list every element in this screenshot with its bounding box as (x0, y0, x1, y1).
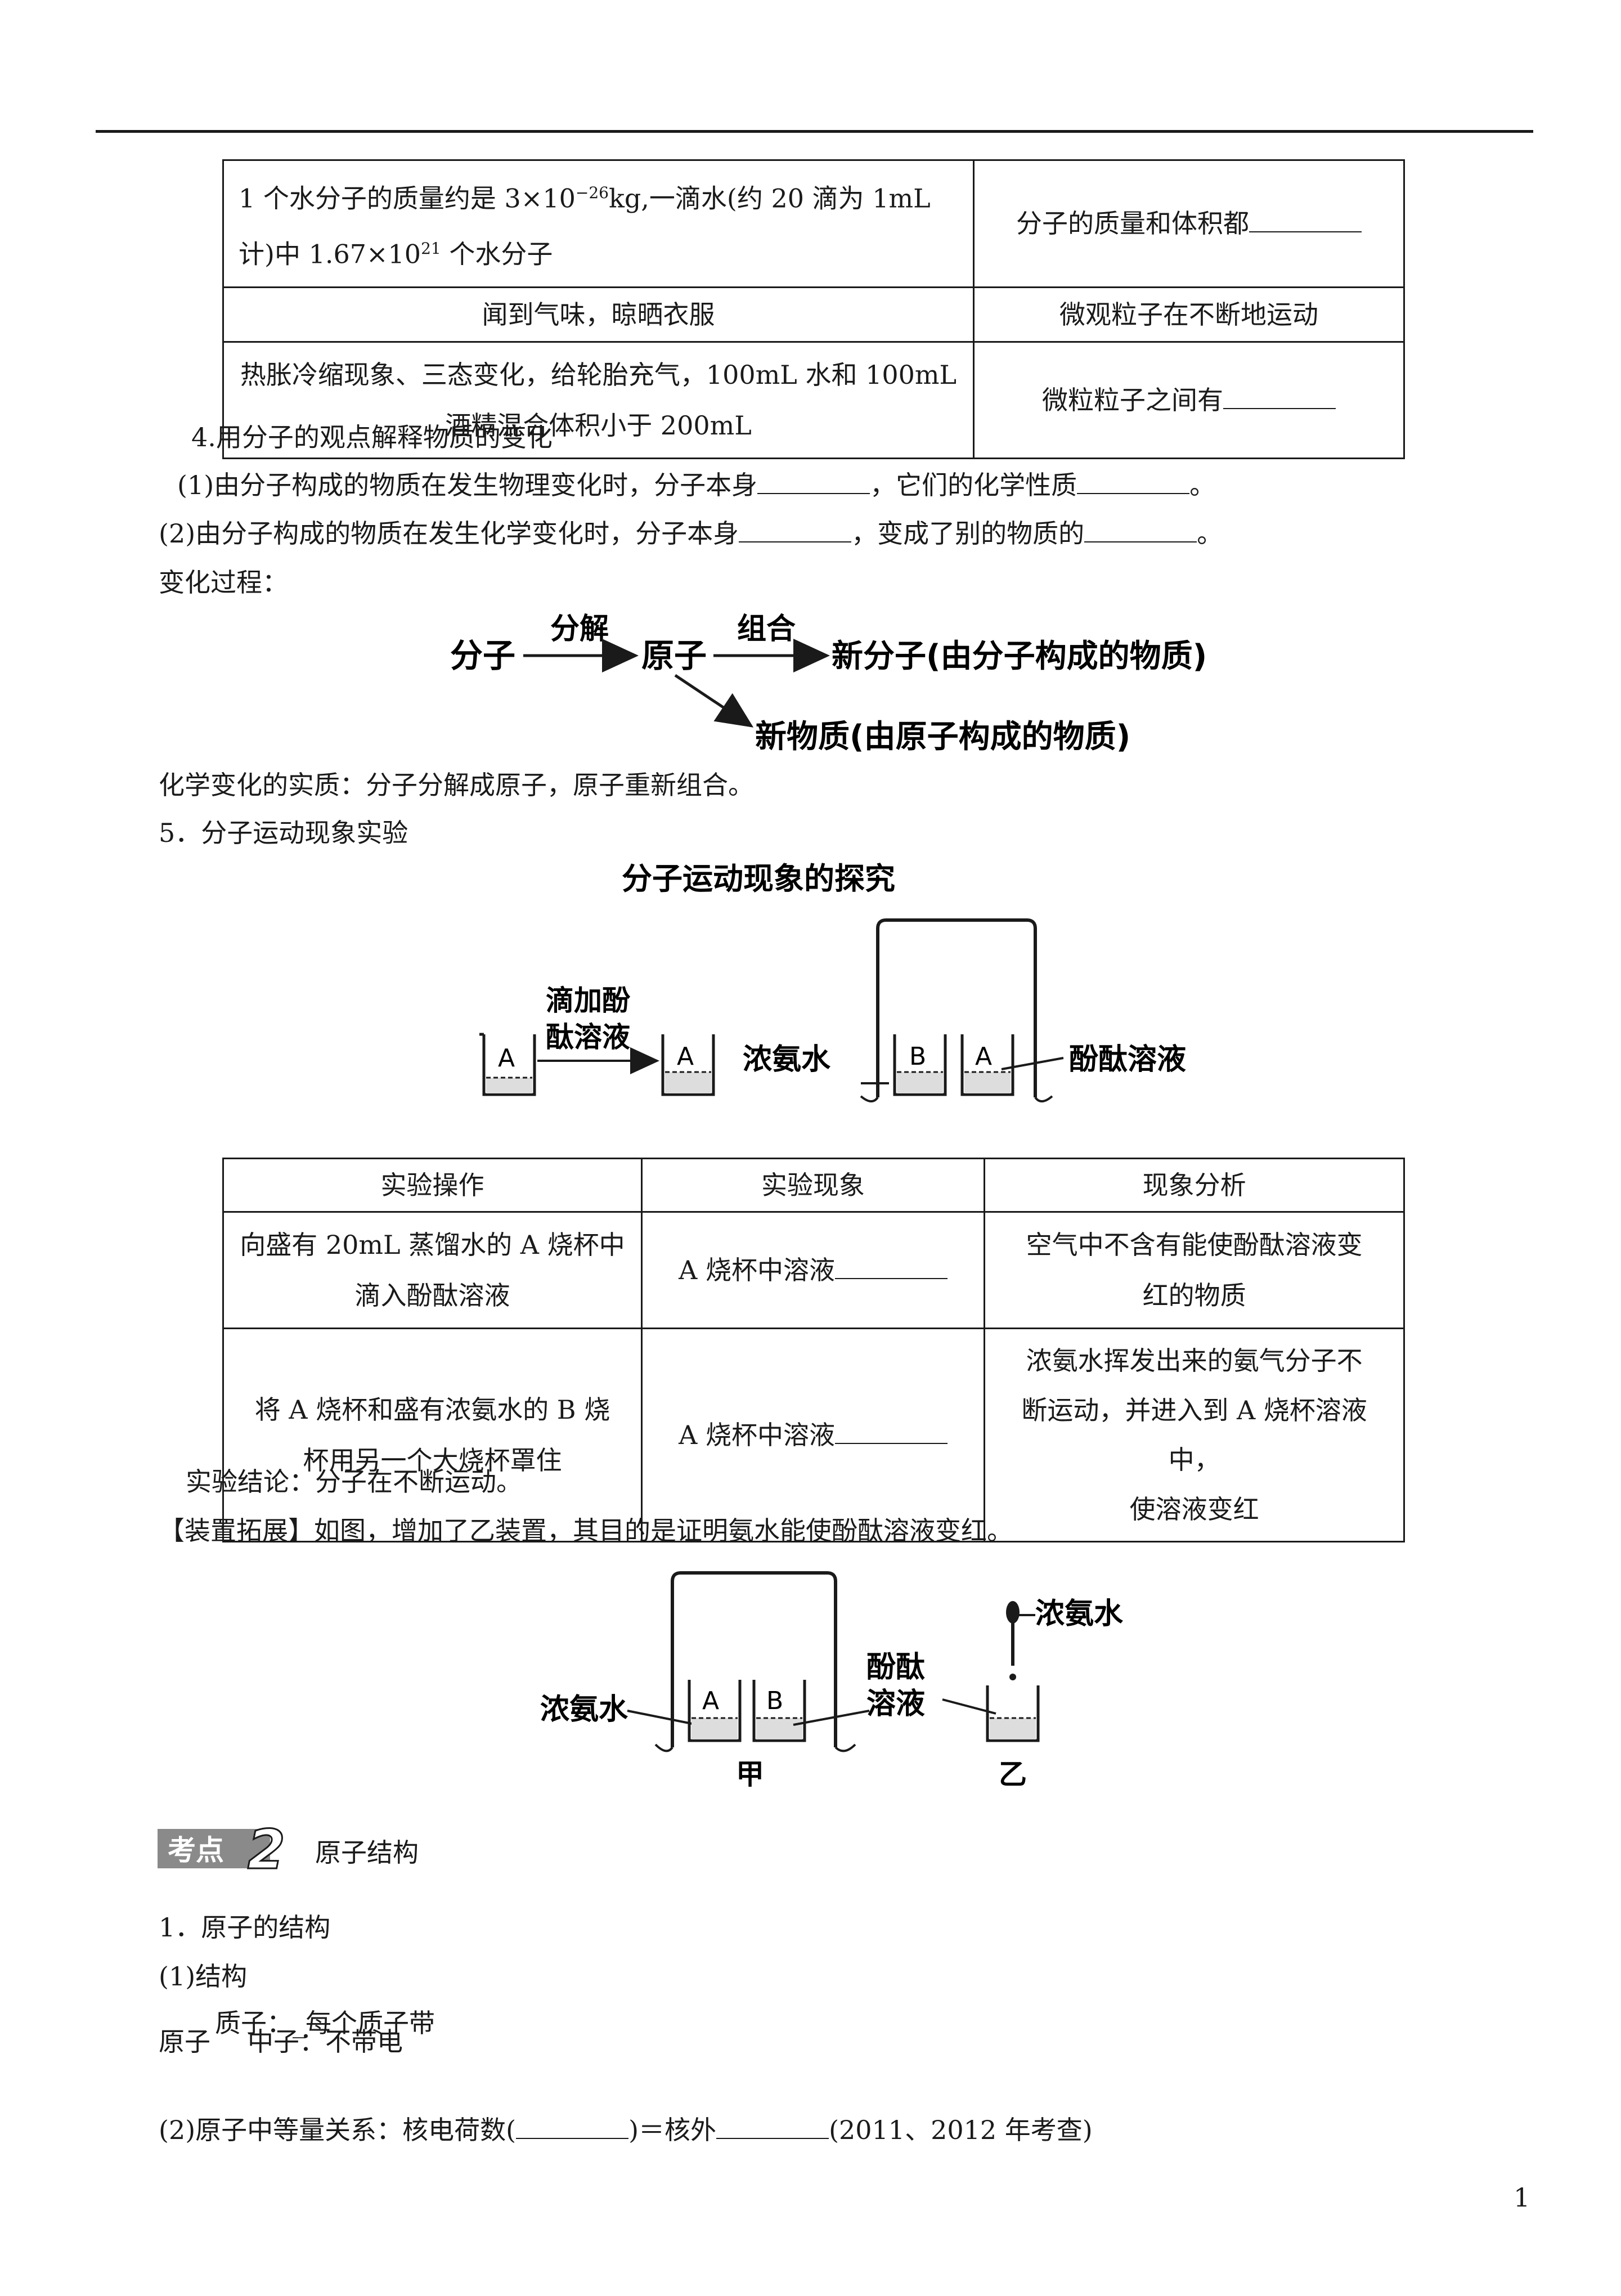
new-molecule-label: 新分子(由分子构成的物质) (832, 638, 1207, 675)
experiment-table: 实验操作 实验现象 现象分析 向盛有 20mL 蒸馏水的 A 烧杯中滴入酚酞溶液… (222, 1158, 1405, 1542)
decompose-label: 分解 (550, 612, 609, 646)
structure-label: (1)结构 (159, 1961, 248, 1992)
table-cell: 空气中不含有能使酚酞溶液变红的物质 (984, 1211, 1405, 1329)
jia-label: 甲 (736, 1758, 764, 1791)
small-beaker-icon (986, 1685, 1040, 1742)
ammonia-label: 浓氨水 (743, 1043, 831, 1077)
phenolphthalein-label: 溶液 (866, 1687, 925, 1721)
kaodian-badge: 考点 2 (158, 1823, 286, 1875)
svg-text:B: B (909, 1042, 926, 1071)
extended-apparatus-figure: 浓氨水 A B 酚酞 溶液 甲 浓氨水 乙 (540, 1571, 1124, 1791)
new-substance-label: 新物质(由原子构成的物质) (755, 719, 1130, 755)
dropper-icon (1006, 1601, 1020, 1680)
table-cell: 浓氨水挥发出来的氨气分子不断运动，并进入到 A 烧杯溶液中，使溶液变红 (984, 1328, 1405, 1542)
beaker-a-icon: A (661, 1034, 715, 1096)
table-cell: A 烧杯中溶液 (640, 1211, 986, 1329)
table-cell: 将 A 烧杯和盛有浓氨水的 B 烧杯用另一个大烧杯罩住 (222, 1328, 643, 1542)
svg-text:A: A (702, 1687, 719, 1715)
svg-text:考点: 考点 (168, 1834, 224, 1867)
page-number: 1 (1514, 2182, 1530, 2213)
kaodian-title: 原子结构 (315, 1837, 419, 1868)
ammonia-label: 浓氨水 (540, 1693, 628, 1727)
table-row: 1 个水分子的质量约是 3×10−26kg,一滴水(约 20 滴为 1mL 计)… (222, 159, 1406, 288)
atom-word: 原子 (159, 2026, 210, 2057)
essence-text: 化学变化的实质：分子分解成原子，原子重新组合。 (159, 770, 754, 800)
figure-title: 分子运动现象的探究 (622, 861, 895, 896)
paragraph: (1)由分子构成的物质在发生物理变化时，分子本身，它们的化学性质。 (177, 470, 1216, 500)
drip-label: 滴加酚 (546, 984, 631, 1017)
svg-text:A: A (677, 1042, 694, 1071)
header-rule (96, 130, 1533, 133)
table-header-row: 实验操作 实验现象 现象分析 (222, 1158, 1405, 1213)
svg-text:B: B (766, 1687, 783, 1715)
yi-label: 乙 (999, 1758, 1027, 1791)
arrow (674, 674, 754, 728)
phenolphthalein-label: 酚酞溶液 (1069, 1043, 1186, 1077)
change-process-diagram: 分子 分解 原子 组合 新分子(由分子构成的物质) 新物质(由原子构成的物质) (450, 612, 1207, 755)
phenolphthalein-label: 酚酞 (866, 1651, 925, 1684)
svg-text:A: A (498, 1044, 515, 1073)
extension-text: 【装置拓展】如图，增加了乙装置，其目的是证明氨水能使酚酞溶液变红。 (159, 1515, 1013, 1546)
table-cell: 向盛有 20mL 蒸馏水的 A 烧杯中滴入酚酞溶液 (222, 1211, 643, 1329)
drip-label: 酞溶液 (546, 1021, 630, 1053)
table-cell: 1 个水分子的质量约是 3×10−26kg,一滴水(约 20 滴为 1mL 计)… (222, 159, 975, 288)
section-5-title: 5．分子运动现象实验 (159, 818, 408, 848)
large-beaker-icon (876, 918, 1037, 1097)
large-beaker-icon (671, 1571, 837, 1747)
table-cell: A 烧杯中溶液 (640, 1328, 986, 1542)
table-header: 实验现象 (640, 1158, 986, 1213)
table-cell: 分子的质量和体积都 (972, 159, 1406, 288)
table-header: 实验操作 (222, 1158, 643, 1213)
neutron-line: 中子：不带电 (248, 2026, 403, 2057)
atom-section-title: 1．原子的结构 (159, 1912, 331, 1943)
beaker-b-icon: B (893, 1034, 947, 1096)
table-cell: 微观粒子在不断地运动 (972, 286, 1406, 343)
section-4-title: 4.用分子的观点解释物质的变化 (191, 422, 553, 452)
table-header: 现象分析 (984, 1158, 1405, 1213)
molecule-label: 分子 (450, 636, 515, 675)
table-cell: 闻到气味，晾晒衣服 (222, 286, 975, 343)
beaker-a-icon: A (960, 1034, 1014, 1096)
beaker-b-icon: B (752, 1680, 806, 1742)
beaker-a-icon: A (479, 1033, 536, 1096)
table-row: 向盛有 20mL 蒸馏水的 A 烧杯中滴入酚酞溶液 A 烧杯中溶液 空气中不含有… (222, 1211, 1405, 1329)
svg-text:A: A (975, 1042, 992, 1071)
proton-line: 质子：_每个质子带 (215, 2008, 435, 2038)
paragraph: (2)由分子构成的物质在发生化学变化时，分子本身，变成了别的物质的。 (159, 518, 1223, 549)
table-row: 闻到气味，晾晒衣服 微观粒子在不断地运动 (222, 286, 1406, 343)
svg-text:2: 2 (248, 1823, 285, 1875)
table-row: 将 A 烧杯和盛有浓氨水的 B 烧杯用另一个大烧杯罩住 A 烧杯中溶液 浓氨水挥… (222, 1328, 1405, 1542)
molecule-motion-figure: 分子运动现象的探究 A 滴加酚 酞溶液 A 浓氨水 B A 酚酞溶液 (479, 861, 1186, 1102)
combine-label: 组合 (737, 612, 796, 646)
atom-label: 原子 (641, 636, 707, 675)
conclusion-text: 实验结论：分子在不断运动。 (186, 1467, 522, 1497)
beaker-a-icon: A (688, 1680, 742, 1742)
process-label: 变化过程： (159, 567, 288, 598)
equality-relation: (2)原子中等量关系：核电荷数()＝核外(2011、2012 年考查) (159, 2115, 1093, 2145)
table-cell: 微粒粒子之间有 (972, 340, 1406, 459)
ammonia-label: 浓氨水 (1035, 1597, 1124, 1631)
properties-table: 1 个水分子的质量约是 3×10−26kg,一滴水(约 20 滴为 1mL 计)… (222, 159, 1406, 459)
